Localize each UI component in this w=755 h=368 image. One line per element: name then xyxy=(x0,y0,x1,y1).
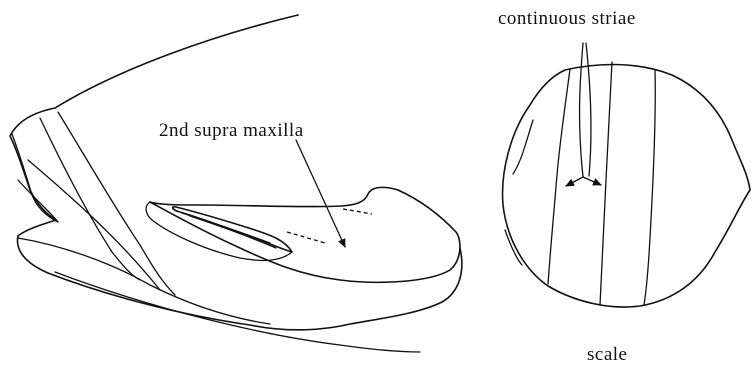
supra-maxilla-label: 2nd supra maxilla xyxy=(159,120,304,141)
stria-4 xyxy=(644,70,655,305)
head-outline xyxy=(10,15,298,220)
maxilla-blade xyxy=(150,187,460,282)
dashed-pointer-lower xyxy=(287,232,325,243)
premaxilla-band-outer xyxy=(40,118,140,280)
stria-2 xyxy=(548,69,570,284)
dashed-pointer-upper xyxy=(343,209,372,214)
stria-3 xyxy=(600,62,612,305)
striae-arrow-right xyxy=(583,177,601,185)
striae-leader xyxy=(580,43,583,177)
supra-maxilla-arrow xyxy=(296,140,345,247)
scale-drawing: continuous striae scale xyxy=(498,8,750,365)
striae-leader-2 xyxy=(586,43,591,176)
jaw-drawing: 2nd supra maxilla xyxy=(10,15,462,352)
striae-arrow-left xyxy=(566,177,583,186)
head-inner-curve xyxy=(28,160,160,290)
maxilla-front-edge xyxy=(146,202,292,260)
bottom-margin xyxy=(55,272,420,352)
premaxilla-band-lower xyxy=(18,180,58,222)
premaxilla-band-front xyxy=(12,134,58,222)
lower-jaw xyxy=(17,220,461,330)
scale-outline xyxy=(503,65,750,308)
stria-1-lower xyxy=(505,230,522,265)
striae-label: continuous striae xyxy=(498,8,636,29)
scale-label: scale xyxy=(587,344,627,365)
